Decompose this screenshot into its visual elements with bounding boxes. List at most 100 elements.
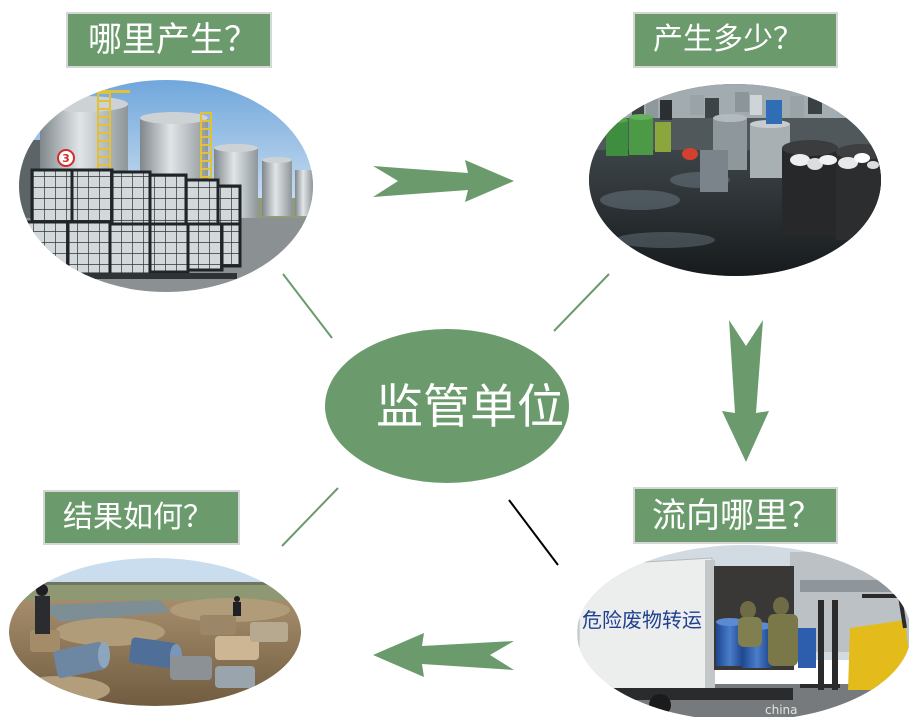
dumped-barrel <box>250 622 288 642</box>
worker-body <box>738 617 762 647</box>
ibc-tote <box>30 168 74 226</box>
tank-number: 3 <box>62 152 70 165</box>
tank-body <box>262 160 292 216</box>
connector-to-where-generated <box>282 273 333 339</box>
dumped-barrel <box>170 656 212 680</box>
forklift-fork <box>800 684 840 688</box>
photo-dumped-barrels <box>9 558 301 706</box>
ibc-tote <box>220 222 242 268</box>
forklift-mast <box>818 600 824 690</box>
green-barrel <box>606 120 628 156</box>
barrel-rim <box>782 140 838 156</box>
barrel-end <box>98 642 110 668</box>
red-container <box>682 148 698 160</box>
dumped-barrel <box>215 636 259 660</box>
worker-head <box>773 597 789 615</box>
far-barrel <box>822 98 836 118</box>
center-node-label: 监管单位 <box>376 380 564 435</box>
blue-barrel <box>766 100 782 124</box>
person-head <box>234 596 240 602</box>
worker-body <box>768 614 798 666</box>
truck-wheel <box>649 694 671 716</box>
question-how-much: 产生多少？ <box>633 12 838 68</box>
connector-to-where-to <box>508 499 559 566</box>
dirt-mound <box>170 598 290 622</box>
far-barrel <box>808 94 822 114</box>
far-barrel <box>852 100 866 120</box>
connector-to-outcome <box>281 487 339 547</box>
barrel-top <box>606 117 628 123</box>
barrel-top <box>629 114 653 120</box>
building-window-band <box>800 580 909 592</box>
ibc-tote <box>148 173 188 226</box>
question-label: 产生多少？ <box>653 22 803 57</box>
arrow-down-icon <box>722 320 769 462</box>
far-barrel <box>735 92 749 112</box>
ibc-tote <box>184 178 220 226</box>
far-barrel <box>660 100 672 120</box>
ibc-tote <box>186 222 224 272</box>
puddle-reflection <box>600 190 680 210</box>
tank-body <box>295 170 313 216</box>
tank-railing <box>80 90 130 93</box>
waste-debris <box>838 157 858 169</box>
connector-to-how-much <box>553 273 610 332</box>
person-head <box>36 584 48 596</box>
person-body <box>233 602 241 616</box>
far-barrel <box>690 95 704 115</box>
green-barrel <box>655 122 671 152</box>
ibc-tote <box>216 184 242 226</box>
ibc-tote <box>70 168 114 226</box>
arrow-left-icon <box>373 633 514 677</box>
dumped-barrel <box>200 615 236 635</box>
far-barrel <box>750 95 762 115</box>
truck-chassis <box>583 688 793 700</box>
forklift-mast <box>832 600 838 690</box>
dumped-barrel <box>53 641 107 679</box>
far-barrel <box>705 98 719 118</box>
question-where-generated: 哪里产生？ <box>66 12 272 68</box>
truck-door-frame <box>705 560 715 688</box>
tank-roof <box>40 96 128 112</box>
waste-debris <box>819 155 837 165</box>
truck-side-lettering: 危险废物转运 <box>582 608 702 632</box>
tank-roof <box>140 112 208 124</box>
gray-barrel <box>700 150 728 192</box>
blue-barrel <box>798 628 816 668</box>
center-node <box>325 329 569 483</box>
waste-debris <box>807 158 823 170</box>
arrow-right-icon <box>373 160 514 202</box>
waste-debris <box>854 153 870 163</box>
green-barrel <box>629 117 653 155</box>
dirt-mound <box>10 676 110 704</box>
ibc-tote <box>66 220 112 276</box>
far-barrel <box>790 96 804 118</box>
tank-roof <box>262 157 292 163</box>
question-outcome: 结果如何？ <box>43 490 240 545</box>
photo-storage-tanks: 3 <box>19 80 313 292</box>
worker-head <box>740 601 756 619</box>
photo-watermark: china <box>765 703 798 717</box>
waste-debris <box>867 161 879 169</box>
tank-roof <box>214 144 258 152</box>
ibc-tote <box>148 222 190 274</box>
ibc-tote <box>23 220 70 276</box>
person-body <box>35 596 50 634</box>
question-label: 哪里产生？ <box>88 20 258 60</box>
ibc-tote <box>108 222 152 276</box>
barrel-top <box>716 618 744 626</box>
forklift-body <box>848 620 909 690</box>
question-label: 流向哪里？ <box>652 495 822 536</box>
question-where-to: 流向哪里？ <box>633 487 838 544</box>
dumped-barrel <box>215 666 255 688</box>
waste-debris <box>790 154 810 166</box>
ibc-tote <box>110 170 152 226</box>
dumped-barrel <box>128 637 178 669</box>
dumped-barrel <box>30 630 60 652</box>
tree-line <box>9 582 301 586</box>
photo-waste-barrels <box>589 84 881 276</box>
puddle-reflection <box>615 232 715 248</box>
photo-transfer-truck: 危险废物转运 china <box>577 545 909 717</box>
question-label: 结果如何？ <box>63 499 213 535</box>
